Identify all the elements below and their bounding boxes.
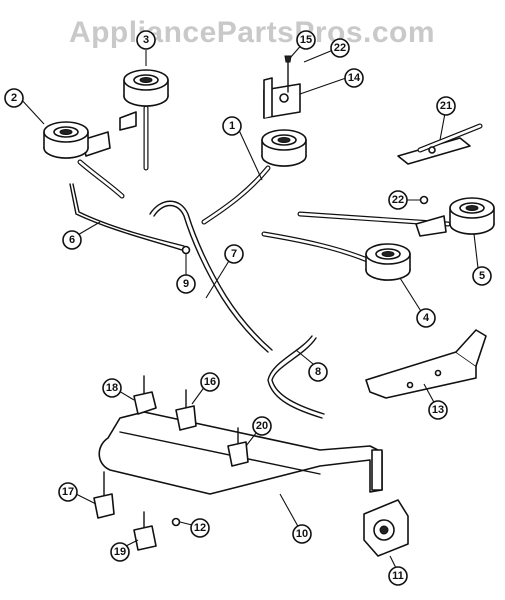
valve-17 <box>93 471 115 519</box>
svg-text:2: 2 <box>11 92 17 104</box>
valve-18 <box>133 375 157 415</box>
svg-text:10: 10 <box>296 528 308 540</box>
burner-4 <box>261 231 411 281</box>
callout-2: 2 <box>4 88 24 108</box>
svg-text:22: 22 <box>392 194 404 206</box>
svg-text:14: 14 <box>348 72 361 84</box>
svg-text:21: 21 <box>440 100 452 112</box>
regulator-11 <box>363 499 409 557</box>
callout-22-right: 22 <box>388 190 408 210</box>
callout-21: 21 <box>436 96 456 116</box>
callout-13: 13 <box>428 400 448 420</box>
svg-text:17: 17 <box>62 486 74 498</box>
tube-6 <box>69 183 191 255</box>
valve-20 <box>227 427 249 467</box>
callout-10: 10 <box>292 524 312 544</box>
callout-15: 15 <box>296 30 316 50</box>
svg-text:12: 12 <box>194 522 206 534</box>
callout-17: 17 <box>58 482 78 502</box>
valve-16 <box>175 389 197 431</box>
callout-22-top: 22 <box>330 38 350 58</box>
svg-text:9: 9 <box>183 278 189 290</box>
callout-3: 3 <box>136 30 156 50</box>
burner-5 <box>297 197 495 237</box>
callout-14: 14 <box>344 68 364 88</box>
callout-7: 7 <box>224 244 244 264</box>
bracket-21 <box>397 123 483 165</box>
callout-4: 4 <box>416 308 436 328</box>
svg-text:13: 13 <box>432 404 444 416</box>
svg-text:4: 4 <box>423 312 430 324</box>
burner-1 <box>201 129 307 225</box>
svg-text:18: 18 <box>106 382 118 394</box>
svg-text:6: 6 <box>69 234 75 246</box>
tube-8 <box>267 335 325 419</box>
bracket-13 <box>365 329 487 399</box>
bracket-14 <box>263 55 301 119</box>
callout-12: 12 <box>190 518 210 538</box>
burner-2 <box>43 121 125 199</box>
burner-3 <box>119 69 169 171</box>
callout-18: 18 <box>102 378 122 398</box>
watermark-text: AppliancePartsPros.com <box>69 16 435 49</box>
callout-19: 19 <box>110 542 130 562</box>
svg-text:7: 7 <box>231 248 237 260</box>
callout-5: 5 <box>472 266 492 286</box>
callout-8: 8 <box>308 362 328 382</box>
callout-1: 1 <box>222 116 242 136</box>
leader-lines <box>19 41 479 573</box>
screw-12 <box>171 517 181 527</box>
svg-text:16: 16 <box>204 376 216 388</box>
svg-text:22: 22 <box>334 42 346 54</box>
callout-20: 20 <box>252 416 272 436</box>
svg-text:15: 15 <box>300 34 312 46</box>
svg-text:5: 5 <box>479 270 485 282</box>
callout-6: 6 <box>62 230 82 250</box>
callout-11: 11 <box>388 566 408 586</box>
svg-text:1: 1 <box>229 120 235 132</box>
svg-text:19: 19 <box>114 546 126 558</box>
svg-text:20: 20 <box>256 420 268 432</box>
tube-7 <box>149 200 273 353</box>
screw-22-right <box>419 195 429 205</box>
callout-16: 16 <box>200 372 220 392</box>
callout-9: 9 <box>176 274 196 294</box>
svg-text:3: 3 <box>143 34 149 46</box>
svg-text:8: 8 <box>315 366 321 378</box>
svg-text:11: 11 <box>392 570 404 582</box>
valve-19 <box>133 511 157 551</box>
